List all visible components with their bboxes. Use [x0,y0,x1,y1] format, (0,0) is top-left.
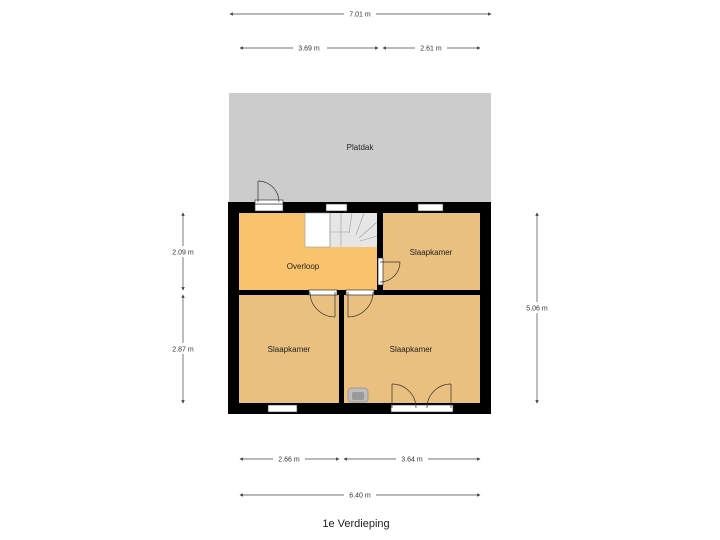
doors [254,180,452,409]
label-slaapkamer-top: Slaapkamer [410,248,453,257]
stairs [304,212,378,248]
label-slaapkamer-left: Slaapkamer [268,345,311,354]
window-stair [325,203,348,212]
dim-right-total: 5.06 m [526,306,548,313]
dim-top-right: 2.61 m [420,46,442,53]
room-slaapkamer-right [344,295,480,403]
window-slaapkamer-right [390,404,454,413]
dim-top-left: 3.69 m [298,46,320,53]
window-slaapkamer-left [267,404,298,413]
label-platdak: Platdak [347,143,375,152]
fixture-icon [347,387,369,403]
dim-left-lower: 2.87 m [172,347,194,354]
dim-labels: 7.01 m 3.69 m 2.61 m 2.09 m 2.87 m 5.06 … [167,8,553,500]
dim-bottom-right: 3.64 m [401,457,423,464]
label-slaapkamer-right: Slaapkamer [390,345,433,354]
room-slaapkamer-left [239,295,339,403]
window-slaapkamer-top [417,203,444,212]
dim-bottom-total: 6.40 m [349,493,371,500]
floor-title: 1e Verdieping [322,518,389,530]
dim-top-total: 7.01 m [349,12,371,19]
window-overloop [254,203,284,212]
room-slaapkamer-top [383,213,480,290]
dim-bottom-left: 2.66 m [278,457,300,464]
roof-area [229,93,491,203]
label-overloop: Overloop [287,262,320,271]
dim-left-upper: 2.09 m [172,250,194,257]
